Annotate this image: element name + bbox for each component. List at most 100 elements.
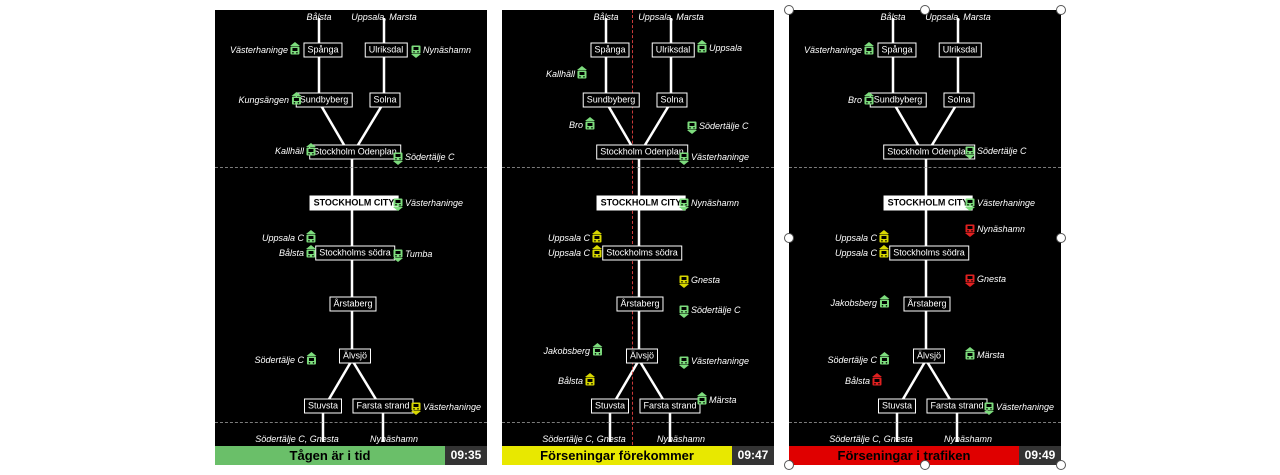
train-marker[interactable]: Bålsta: [558, 373, 595, 389]
train-icon: [697, 40, 707, 53]
station-ulriksdal[interactable]: Ulriksdal: [938, 42, 982, 58]
train-marker[interactable]: Kallhäll: [546, 66, 587, 82]
endpoint-top-right: Uppsala, Marsta: [638, 12, 704, 22]
train-marker[interactable]: Västerhaninge: [393, 195, 463, 211]
station-spanga[interactable]: Spånga: [590, 42, 630, 58]
train-icon: [592, 343, 602, 356]
train-marker[interactable]: Jakobsberg: [543, 343, 602, 359]
station-odenplan[interactable]: Stockholm Odenplan: [883, 144, 975, 160]
train-icon: [393, 152, 403, 165]
station-sundbyberg[interactable]: Sundbyberg: [582, 92, 640, 108]
train-marker[interactable]: Nynäshamn: [411, 42, 471, 58]
train-marker[interactable]: Västerhaninge: [230, 42, 300, 58]
station-ulriksdal[interactable]: Ulriksdal: [651, 42, 695, 58]
resize-handle-left[interactable]: [784, 233, 794, 243]
train-marker[interactable]: Södertälje C: [827, 352, 889, 368]
train-icon: [306, 143, 316, 156]
train-marker[interactable]: Västerhaninge: [804, 42, 874, 58]
train-icon: [965, 146, 975, 159]
station-sodra[interactable]: Stockholms södra: [315, 245, 395, 261]
resize-handle-bottom-left[interactable]: [784, 460, 794, 470]
train-marker[interactable]: Uppsala C: [548, 230, 602, 246]
train-marker[interactable]: Tumba: [393, 246, 432, 262]
station-solna[interactable]: Solna: [656, 92, 688, 108]
train-marker[interactable]: Södertälje C: [679, 302, 741, 318]
station-arstaberg[interactable]: Årstaberg: [903, 296, 951, 312]
train-icon: [306, 230, 316, 243]
resize-handle-top-right[interactable]: [1056, 5, 1066, 15]
train-marker[interactable]: Uppsala: [697, 40, 742, 56]
station-odenplan[interactable]: Stockholm Odenplan: [596, 144, 688, 160]
station-farsta[interactable]: Farsta strand: [926, 398, 988, 414]
station-farsta[interactable]: Farsta strand: [639, 398, 701, 414]
station-alvsjo[interactable]: Älvsjö: [625, 348, 659, 364]
train-marker[interactable]: Nynäshamn: [965, 221, 1025, 237]
resize-handle-right[interactable]: [1056, 233, 1066, 243]
train-marker[interactable]: Nynäshamn: [679, 195, 739, 211]
train-marker[interactable]: Västerhaninge: [679, 353, 749, 369]
train-icon: [965, 198, 975, 211]
endpoint-bottom-right: Nynäshamn: [656, 434, 706, 444]
train-marker[interactable]: Bålsta: [845, 373, 882, 389]
station-city[interactable]: STOCKHOLM CITY: [883, 195, 973, 211]
train-icon: [687, 121, 697, 134]
station-spanga[interactable]: Spånga: [303, 42, 343, 58]
endpoint-top-right: Uppsala, Marsta: [351, 12, 417, 22]
resize-handle-top-left[interactable]: [784, 5, 794, 15]
train-marker[interactable]: Märsta: [697, 392, 737, 408]
endpoint-bottom-right: Nynäshamn: [943, 434, 993, 444]
station-ulriksdal[interactable]: Ulriksdal: [364, 42, 408, 58]
train-icon: [411, 402, 421, 415]
train-marker[interactable]: Jakobsberg: [830, 295, 889, 311]
train-marker[interactable]: Södertälje C: [393, 149, 455, 165]
endpoint-top-left: Bålsta: [306, 12, 332, 22]
station-arstaberg[interactable]: Årstaberg: [616, 296, 664, 312]
train-icon: [679, 275, 689, 288]
station-solna[interactable]: Solna: [369, 92, 401, 108]
train-marker[interactable]: Södertälje C: [254, 352, 316, 368]
train-marker[interactable]: Bro: [848, 92, 874, 108]
station-city[interactable]: STOCKHOLM CITY: [596, 195, 686, 211]
station-sodra[interactable]: Stockholms södra: [889, 245, 969, 261]
train-marker[interactable]: Uppsala C: [548, 245, 602, 261]
station-solna[interactable]: Solna: [943, 92, 975, 108]
station-stuvsta[interactable]: Stuvsta: [877, 398, 917, 414]
station-arstaberg[interactable]: Årstaberg: [329, 296, 377, 312]
train-marker[interactable]: Gnesta: [965, 271, 1006, 287]
train-icon: [697, 392, 707, 405]
endpoint-bottom-left: Södertälje C, Gnesta: [829, 434, 913, 444]
train-marker[interactable]: Bro: [569, 117, 595, 133]
station-city[interactable]: STOCKHOLM CITY: [309, 195, 399, 211]
train-marker[interactable]: Uppsala C: [835, 230, 889, 246]
resize-handle-bottom-right[interactable]: [1056, 460, 1066, 470]
train-marker[interactable]: Västerhaninge: [679, 149, 749, 165]
station-sodra[interactable]: Stockholms södra: [602, 245, 682, 261]
station-farsta[interactable]: Farsta strand: [352, 398, 414, 414]
station-alvsjo[interactable]: Älvsjö: [912, 348, 946, 364]
train-marker[interactable]: Västerhaninge: [984, 399, 1054, 415]
train-marker[interactable]: Gnesta: [679, 272, 720, 288]
train-marker[interactable]: Västerhaninge: [965, 195, 1035, 211]
train-icon: [291, 92, 301, 105]
clock: 09:47: [732, 446, 774, 465]
train-marker[interactable]: Södertälje C: [965, 143, 1027, 159]
station-spanga[interactable]: Spånga: [877, 42, 917, 58]
train-marker[interactable]: Kallhäll: [275, 143, 316, 159]
train-marker[interactable]: Kungsängen: [238, 92, 301, 108]
train-marker[interactable]: Märsta: [965, 347, 1005, 363]
clock: 09:49: [1019, 446, 1061, 465]
station-odenplan[interactable]: Stockholm Odenplan: [309, 144, 401, 160]
train-marker[interactable]: Uppsala C: [835, 245, 889, 261]
train-marker[interactable]: Södertälje C: [687, 118, 749, 134]
panel-delays-in-traffic[interactable]: Bålsta Uppsala, Marsta Spånga Ulriksdal …: [789, 10, 1061, 465]
train-marker[interactable]: Västerhaninge: [411, 399, 481, 415]
train-marker[interactable]: Bålsta: [279, 245, 316, 261]
station-stuvsta[interactable]: Stuvsta: [303, 398, 343, 414]
resize-handle-bottom[interactable]: [920, 460, 930, 470]
resize-handle-top[interactable]: [920, 5, 930, 15]
train-marker[interactable]: Uppsala C: [262, 230, 316, 246]
station-stuvsta[interactable]: Stuvsta: [590, 398, 630, 414]
station-sundbyberg[interactable]: Sundbyberg: [869, 92, 927, 108]
station-alvsjo[interactable]: Älvsjö: [338, 348, 372, 364]
station-sundbyberg[interactable]: Sundbyberg: [295, 92, 353, 108]
